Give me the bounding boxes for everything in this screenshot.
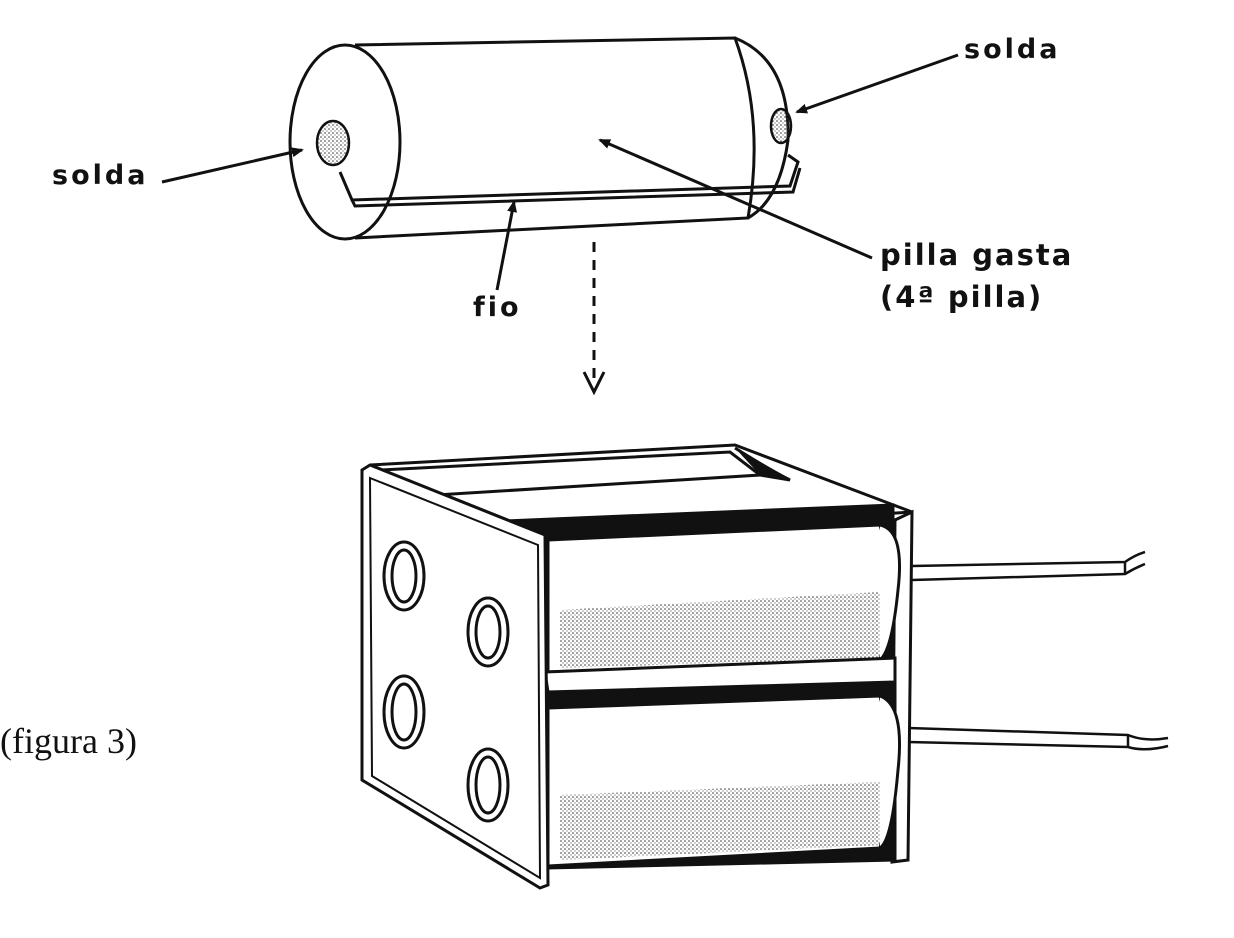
holder-cell-upper: [452, 503, 902, 674]
lead-wire-lower: [907, 726, 1169, 751]
label-wire: fio: [473, 292, 522, 323]
holder-end-plate: [360, 463, 550, 890]
holder-cell-lower: [546, 680, 902, 870]
solder-blob-right: [769, 107, 793, 145]
arrow-solder-left: [161, 147, 304, 184]
label-solder-right: solda: [964, 34, 1061, 65]
arrow-wire: [495, 200, 518, 291]
arrow-dead-cell: [598, 138, 873, 260]
contact-hole-bottom-right: [466, 747, 510, 823]
label-solder-left: solda: [52, 160, 149, 191]
jumper-wire: [338, 153, 802, 208]
lead-wire-upper: [911, 550, 1146, 582]
contact-hole-top-left: [382, 540, 426, 612]
contact-hole-bottom-left: [382, 674, 426, 750]
spent-battery-cell: [288, 36, 790, 241]
contact-hole-top-right: [466, 596, 510, 668]
label-dead-cell-number: (4ª pilla): [880, 280, 1044, 314]
figure-caption: (figura 3): [0, 721, 137, 761]
label-dead-cell: pilla gasta: [880, 238, 1074, 272]
solder-blob-left: [315, 119, 351, 167]
dashed-insert-arrow: [582, 242, 606, 396]
arrow-solder-right: [795, 53, 959, 114]
